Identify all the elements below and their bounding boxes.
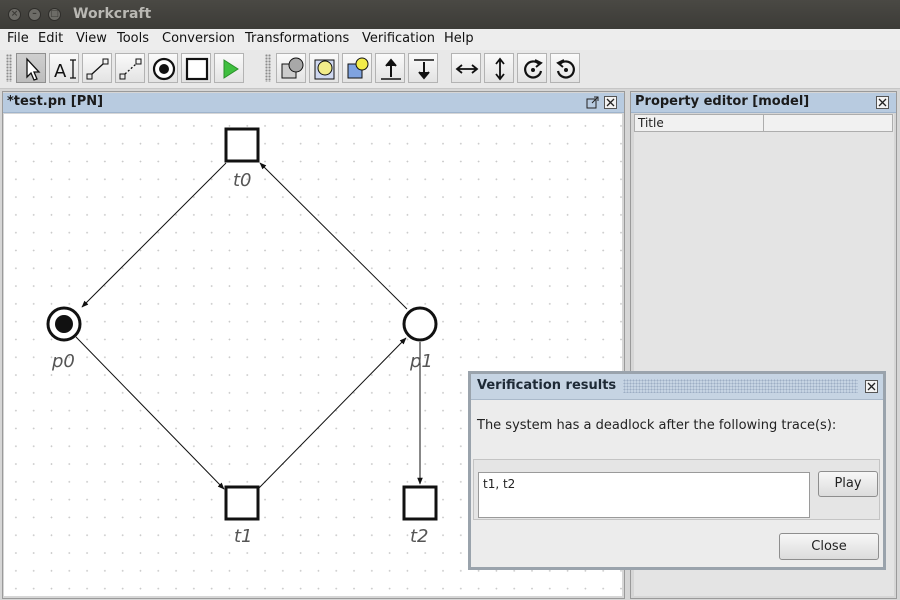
editor-frame [2,91,625,599]
menu-conversion[interactable]: Conversion [162,31,235,46]
toolbar: A [0,50,900,89]
select-tool-button[interactable] [16,53,46,83]
transition-square-icon [185,57,209,81]
place-tool-button[interactable] [148,53,178,83]
close-button[interactable]: Close [779,533,879,560]
ungroup-tool-button[interactable] [309,53,339,83]
property-editor-header: Property editor [model] [631,93,896,113]
menu-edit[interactable]: Edit [38,31,64,46]
label-t1: t1 [234,526,253,547]
dialog-message: The system has a deadlock after the foll… [477,418,837,433]
column-header-title[interactable]: Title [634,114,764,132]
property-editor-title: Property editor [model] [635,94,810,109]
label-t2: t2 [410,526,429,547]
vertical-arrows-icon [495,57,505,81]
arrow-cursor-icon [26,57,41,81]
menu-file[interactable]: File [7,31,29,46]
menu-transformations[interactable]: Transformations [245,31,350,46]
page-tool-button[interactable] [342,53,372,83]
page-icon [347,57,369,79]
dialog-close-icon[interactable] [865,380,878,393]
label-t0: t0 [233,170,252,191]
menu-view[interactable]: View [76,31,107,46]
horizontal-arrows-icon [455,64,479,74]
trace-panel: t1, t2 Play [473,459,880,520]
window-titlebar: × – □ Workcraft [0,0,900,29]
maximize-icon[interactable] [586,96,599,109]
dialog-title: Verification results [477,378,617,393]
move-up-button[interactable] [375,53,405,83]
dialog-titlebar[interactable]: Verification results [471,374,883,400]
connect-line-icon [86,58,109,80]
arc-t1-p1[interactable] [257,337,407,490]
place-p1[interactable] [402,306,438,342]
property-editor-frame [630,91,897,599]
group-tool-button[interactable] [276,53,306,83]
verification-results-dialog: Verification results The system has a de… [468,371,886,570]
titlebar-texture [623,379,858,393]
ungroup-icon [314,59,335,80]
label-p0: p0 [51,351,75,372]
transition-t1[interactable] [224,485,260,521]
rotate-counterclockwise-button[interactable] [550,53,580,83]
connect-tool-button[interactable] [82,53,112,83]
rotate-counterclockwise-icon [556,59,575,79]
place-token-icon [152,57,176,81]
connect-dotted-icon [119,58,142,80]
window-close-icon[interactable]: × [8,8,21,21]
arc-p1-t0[interactable] [259,162,408,310]
arc-p0-t1[interactable] [75,336,225,490]
flip-horizontal-button[interactable] [451,53,481,83]
play-icon [223,59,239,79]
arc-t0-p0[interactable] [81,162,227,308]
simulation-tool-button[interactable] [214,53,244,83]
rotate-clockwise-icon [524,59,543,79]
move-up-icon [381,58,401,80]
window-maximize-icon[interactable]: □ [48,8,61,21]
toolbar-grip-2[interactable] [265,54,271,82]
window-title: Workcraft [73,6,152,22]
transition-t2[interactable] [402,485,438,521]
text-cursor-icon: A [54,59,76,82]
column-header-value[interactable] [763,114,893,132]
group-icon [281,57,304,79]
property-editor-close-icon[interactable] [876,96,889,109]
svg-text:A: A [54,61,67,82]
token [55,315,73,333]
toolbar-grip[interactable] [6,54,12,82]
menubar: File Edit View Tools Conversion Transfor… [0,29,900,51]
petri-net-graph[interactable]: t0 t1 t2 p0 p1 [4,114,622,596]
menu-help[interactable]: Help [444,31,474,46]
rotate-clockwise-button[interactable] [517,53,547,83]
move-down-icon [414,59,434,80]
window-minimize-icon[interactable]: – [28,8,41,21]
menu-tools[interactable]: Tools [117,31,150,46]
menu-verification[interactable]: Verification [362,31,436,46]
move-down-button[interactable] [408,53,438,83]
editor-tab-title: *test.pn [PN] [7,94,104,109]
editor-tab-header: *test.pn [PN] [3,93,624,113]
transition-t0[interactable] [224,127,260,163]
transition-tool-button[interactable] [181,53,211,83]
label-p1: p1 [409,351,433,372]
connect-dotted-tool-button[interactable] [115,53,145,83]
text-tool-button[interactable]: A [49,53,79,83]
editor-close-icon[interactable] [604,96,617,109]
flip-vertical-button[interactable] [484,53,514,83]
play-button[interactable]: Play [818,471,878,497]
trace-list[interactable]: t1, t2 [478,472,810,518]
